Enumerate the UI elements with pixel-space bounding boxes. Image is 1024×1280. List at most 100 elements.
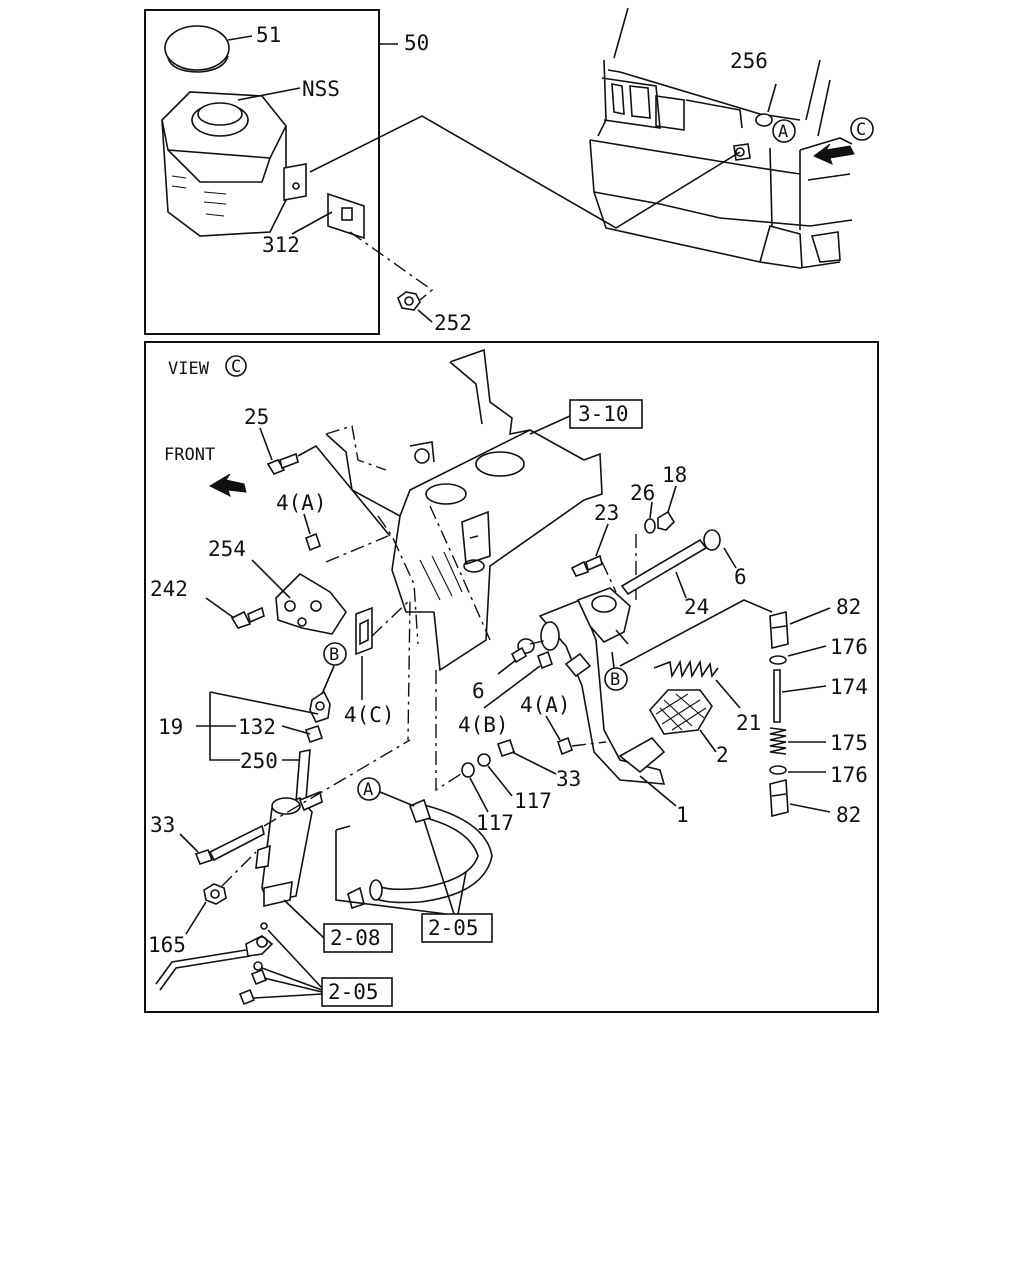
callout-26: 26: [630, 481, 655, 505]
svg-text:A: A: [363, 780, 373, 800]
svg-text:2-05: 2-05: [428, 916, 479, 940]
svg-text:2-05: 2-05: [328, 980, 379, 1004]
view-direction-arrow: [813, 143, 855, 165]
callout-6-right: 6: [734, 565, 747, 589]
hose: [347, 798, 493, 910]
ref-box-2-08: 2-08: [323, 923, 393, 953]
fitting-82-bottom: [769, 778, 789, 818]
washer-176-top: [769, 655, 787, 665]
marker-a-lower: A: [357, 777, 381, 801]
callout-6-left: 6: [472, 679, 485, 703]
clip-4a-right: [557, 736, 573, 756]
pedal-shaft-24: [620, 529, 721, 596]
bracket-254: [275, 572, 347, 635]
view-label: VIEW: [168, 359, 210, 379]
washer-117-a: [477, 753, 491, 767]
callout-4c: 4(C): [344, 703, 395, 727]
callout-165: 165: [148, 933, 186, 957]
callout-nss: NSS: [302, 77, 340, 101]
callout-175: 175: [830, 731, 868, 755]
callout-312: 312: [262, 233, 300, 257]
marker-c-upper: C: [850, 117, 874, 141]
bracket-312: [327, 192, 365, 240]
callout-176-bottom: 176: [830, 763, 868, 787]
clutch-pedal-1: [538, 587, 666, 785]
callout-50: 50: [404, 31, 429, 55]
bolt-33-right: [496, 738, 516, 758]
svg-text:C: C: [231, 357, 241, 377]
callout-2: 2: [716, 743, 729, 767]
reservoir-tank: [161, 91, 307, 237]
svg-text:B: B: [329, 645, 339, 665]
callout-252: 252: [434, 311, 472, 335]
callout-33-left: 33: [150, 813, 175, 837]
nut-250: [304, 724, 324, 744]
lower-frame: [144, 341, 879, 1013]
nut-165: [203, 883, 227, 905]
callout-1: 1: [676, 803, 689, 827]
bolt-33-left: [194, 824, 265, 865]
fitting-82-top: [769, 610, 789, 650]
reservoir-cap-51: [164, 25, 230, 73]
upper-left-frame: [144, 9, 380, 335]
callout-176-top: 176: [830, 635, 868, 659]
svg-text:2-08: 2-08: [330, 926, 381, 950]
callout-117-a: 117: [514, 789, 552, 813]
clip-4b: [537, 650, 553, 670]
spring-175: [769, 727, 787, 755]
callout-23: 23: [594, 501, 619, 525]
marker-b-left: B: [323, 642, 347, 666]
ref-box-3-10: 3-10: [569, 399, 643, 429]
callout-132: 132: [238, 715, 276, 739]
cab-front-illustration: [589, 7, 853, 269]
svg-text:3-10: 3-10: [578, 402, 629, 426]
pedal-bracket: [325, 348, 603, 672]
callout-4a-right: 4(A): [520, 693, 571, 717]
pedal-pad-2: [618, 689, 713, 774]
clutch-master-cylinder: [255, 790, 323, 908]
callout-33-right: 33: [556, 767, 581, 791]
nut-252: [397, 291, 421, 311]
callout-250: 250: [240, 749, 278, 773]
marker-b-pedal: B: [604, 667, 628, 691]
pin-174: [773, 669, 781, 723]
front-arrow: [208, 473, 247, 497]
callout-19: 19: [158, 715, 183, 739]
washer-176-bottom: [769, 765, 787, 775]
clip-4a-left: [305, 532, 321, 552]
push-rod: [295, 749, 311, 803]
return-spring-21: [653, 659, 719, 679]
marker-c-view: C: [225, 355, 247, 377]
bolt-6-lower: [510, 638, 535, 664]
callout-24: 24: [684, 595, 709, 619]
marker-a-upper: A: [772, 119, 796, 143]
svg-text:B: B: [610, 670, 620, 690]
callout-242: 242: [150, 577, 188, 601]
callout-21: 21: [736, 711, 761, 735]
callout-4a-left: 4(A): [276, 491, 327, 515]
callout-4b: 4(B): [458, 713, 509, 737]
nut-18: [657, 510, 676, 531]
callout-18: 18: [662, 463, 687, 487]
bolt-242: [230, 606, 265, 629]
clip-4c: [355, 606, 373, 656]
callout-117-b: 117: [476, 811, 514, 835]
callout-254: 254: [208, 537, 246, 561]
callout-256: 256: [730, 49, 768, 73]
brake-pipe: [155, 922, 274, 1006]
bolt-25: [266, 452, 299, 475]
svg-text:C: C: [856, 120, 866, 140]
callout-82-top: 82: [836, 595, 861, 619]
svg-text:A: A: [778, 122, 788, 142]
washer-117-b: [461, 762, 475, 778]
clevis-132: [309, 690, 331, 723]
bolt-23: [570, 554, 603, 577]
ref-box-2-05-pipe: 2-05: [321, 977, 393, 1007]
callout-51: 51: [256, 23, 281, 47]
callout-174: 174: [830, 675, 868, 699]
callout-25: 25: [244, 405, 269, 429]
ref-box-2-05-hose: 2-05: [421, 913, 493, 943]
washer-26: [644, 518, 656, 534]
callout-82-bottom: 82: [836, 803, 861, 827]
